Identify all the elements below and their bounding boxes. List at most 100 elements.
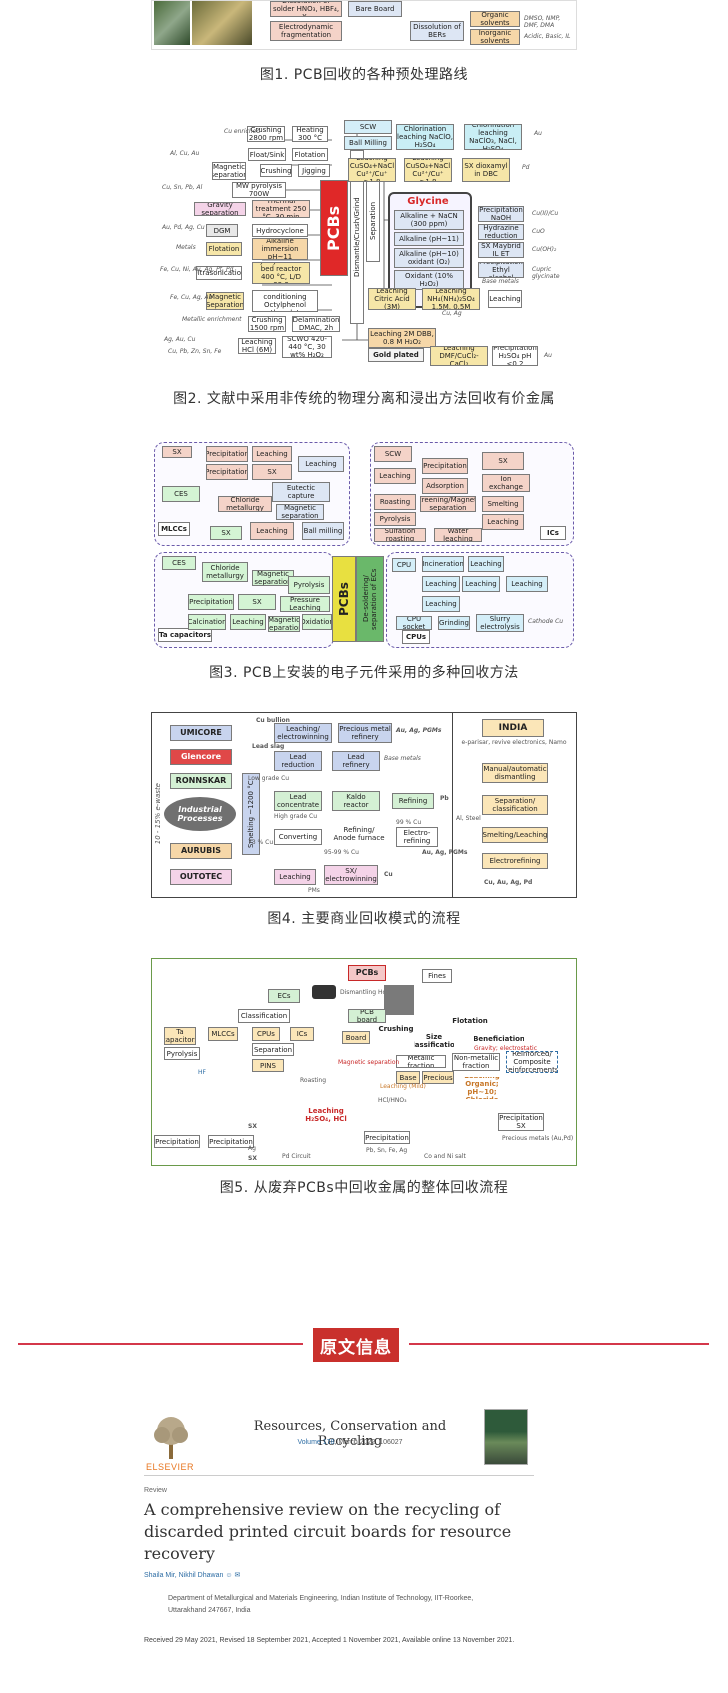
fig3-box-calcination: Calcination	[188, 614, 226, 630]
fig4-india-title: INDIA	[482, 719, 544, 737]
fig2-label-cuo: CuO	[532, 228, 545, 235]
fig3-box-oxidation: Oxidation	[302, 614, 332, 630]
fig2-label-al-cu-au: Al, Cu, Au	[170, 150, 200, 157]
pcb-photo-1	[154, 1, 190, 45]
fig2-box-alkaline-ph11: Alkaline (pH~11)	[394, 232, 464, 246]
fig4-company-outotec: OUTOTEC	[170, 869, 232, 885]
fig2-label-fe-cu-ag: Fe, Cu, Ag, Au	[170, 294, 213, 301]
fig5-label-sx-2: SX	[248, 1155, 257, 1162]
fig4-company-glencore: Glencore	[170, 749, 232, 765]
fig4-box-electrorefining: Electro- refining	[396, 827, 438, 847]
fig5-box-cpus: CPUs	[252, 1027, 280, 1041]
fig2-label-cu-ag: Cu, Ag	[442, 310, 462, 317]
fig4-india-step-3: Smelting/Leaching	[482, 827, 548, 843]
fig5-label-sx-1: SX	[248, 1123, 257, 1130]
fig2-box-heating: Heating 300 °C	[292, 126, 328, 142]
fig3-box-precip-1: Precipitation	[206, 446, 248, 462]
fig2-box-crushing-3: Crushing 1500 rpm	[248, 316, 286, 332]
fig4-label-99: 99 % Cu	[396, 819, 422, 826]
figure-5: PCBs ECs Dismantling Hot Air Gun Fines P…	[151, 958, 577, 1166]
fig3-box-leaching-11: Leaching	[422, 596, 460, 612]
fig5-label-pb-sn: Pb, Sn, Fe, Ag	[366, 1147, 408, 1154]
fig2-box-oxidant: Oxidant (10% H₂O₂)	[394, 270, 464, 290]
fig3-box-ces-2: CES	[162, 556, 196, 570]
fig2-box-ball-milling: Ball Milling	[344, 136, 392, 150]
fig5-box-nonmetallic: Non-metallic fraction	[452, 1053, 500, 1071]
fig3-box-leaching-1: Leaching	[252, 446, 292, 462]
fig4-india-output: Cu, Au, Ag, Pd	[484, 879, 533, 886]
article-history: Received 29 May 2021, Revised 18 Septemb…	[144, 1637, 515, 1644]
fig2-box-magnetic-sep-2: Magnetic Separation	[206, 292, 244, 310]
fig3-box-magnetic-3: Magnetic separation	[268, 616, 300, 632]
volume-rest: , March 2022, 106027	[334, 1439, 403, 1446]
fig4-india-step-1: Manual/automatic dismantling	[482, 763, 548, 783]
publisher-name: ELSEVIER	[146, 1462, 195, 1472]
fig3-box-pyrolysis-2: Pyrolysis	[288, 576, 330, 594]
author-person-icon[interactable]: ☺	[225, 1572, 233, 1579]
fig5-box-pyrolysis: Pyrolysis	[164, 1047, 200, 1060]
fig2-label-au-top: Au	[534, 130, 542, 137]
fig2-box-scwo: SCWO 420-440 °C, 30 wt% H₂O₂	[282, 336, 332, 358]
fig4-company-aurubis: AURUBIS	[170, 843, 232, 859]
fig4-india-step-4: Electrorefining	[482, 853, 548, 869]
fig2-box-precip-naoh: Precipitation NaOH	[478, 206, 524, 222]
fig3-box-leaching-6: Leaching	[230, 614, 266, 630]
fig4-box-lead-refinery: Lead refinery	[332, 751, 380, 771]
fig4-box-lead-concentrate: Lead concentrate	[274, 791, 322, 811]
fig2-box-gold-plated: Gold plated	[368, 348, 424, 362]
fig5-box-ics: ICs	[290, 1027, 314, 1041]
figure-2-caption: 图2. 文献中采用非传统的物理分离和浸出方法回收有价金属	[173, 391, 555, 407]
fig3-box-ion-exchange: Ion exchange	[482, 474, 530, 492]
fig4-box-precious-refinery: Precious metal refinery	[338, 723, 392, 743]
fig4-side-label: 10 - 15% e-waste	[154, 783, 162, 845]
fig5-label-pd-circuit: Pd Circuit	[282, 1153, 311, 1160]
fig5-box-fines: Fines	[422, 969, 452, 983]
fig2-box-leaching-hcl: Leaching HCl (6M)	[238, 338, 276, 354]
fig3-box-magnetic-1: Magnetic separation	[276, 504, 324, 520]
fig2-label-cu-sn-pb: Cu, Sn, Pb, Al	[162, 184, 203, 191]
fig2-label-cupric: Cupric glycinate	[532, 266, 560, 280]
fig5-label-dismantling: Dismantling Hot Air Gun	[340, 989, 413, 996]
volume-link[interactable]: Volume 178	[297, 1439, 335, 1446]
fig5-box-flotation: Flotation	[452, 1016, 488, 1025]
authors[interactable]: Shaila Mir, Nikhil Dhawan	[144, 1572, 224, 1579]
fig1-box-dissolution-solder: Dissolution of solder HNO₃, HBF₄, Xₓ	[270, 1, 342, 17]
fig1-box-bare-board: Bare Board	[348, 1, 402, 17]
author-email-icon[interactable]: ✉	[234, 1572, 241, 1579]
fig2-label-cu-ii: Cu(II)/Cu	[532, 210, 559, 217]
paper-card: ELSEVIER Resources, Conservation and Rec…	[144, 1405, 568, 1693]
fig3-box-leaching-5: Leaching	[482, 514, 524, 530]
fig3-box-precip-4: Precipitation	[188, 594, 234, 610]
journal-cover-thumbnail[interactable]	[484, 1409, 528, 1465]
fig3-box-incineration: Incineration	[422, 556, 464, 572]
fig5-label-hf: HF	[198, 1069, 206, 1076]
fig1-box-organic: Organic solvents	[470, 11, 520, 27]
fig4-label-high-grade: High grade Cu	[274, 813, 318, 820]
fig2-label-au-pd: Au, Pd, Ag, Cu	[162, 224, 205, 231]
fig4-india-step-2: Separation/ classification	[482, 795, 548, 815]
fig3-box-sx-3: SX	[210, 526, 242, 540]
fig2-box-leaching-cuso4-2: Leaching CuSO₄+NaCl Cu²⁺/Cu⁺ ≥1.8	[404, 158, 452, 182]
fig3-box-sx-4: SX	[482, 452, 524, 470]
fig2-box-chlorination-2: Chlorination leaching NaClO₃, NaCl, H₂SO…	[464, 124, 522, 150]
fig4-label-pb: Pb	[440, 795, 449, 802]
fig5-box-mlccs: MLCCs	[208, 1027, 238, 1041]
figure-2: Crushing 2800 rpm Heating 300 °C SCW Bal…	[152, 110, 576, 372]
fig5-label-co-ni: Co and Ni salt	[424, 1153, 466, 1160]
fig4-company-umicore: UMICORE	[170, 725, 232, 741]
fig1-box-inorganic: Inorganic solvents	[470, 29, 520, 45]
fig2-box-chlorination-1: Chlorination leaching NaClO, H₂SO₄	[396, 124, 454, 150]
fig3-box-pressure-leaching: Pressure Leaching	[280, 596, 330, 612]
fig2-box-leaching-dbb: Leaching 2M DBB, 0.8 M H₂O₂	[368, 328, 436, 348]
elsevier-logo: ELSEVIER	[144, 1415, 198, 1473]
fig5-label-gravity: Gravity; electrostatic	[474, 1045, 538, 1052]
journal-title[interactable]: Resources, Conservation and Recycling	[253, 1419, 447, 1449]
fig3-box-leaching-7: Leaching	[468, 556, 504, 572]
fig5-box-ta: Ta capacitors	[164, 1027, 196, 1045]
fig5-box-size-class: Size classification	[414, 1033, 454, 1049]
fig4-india-side-note: Al, Steel	[456, 815, 481, 822]
fig4-label-pms: PMs	[308, 887, 320, 894]
fig4-label-95: 95-99 % Cu	[324, 849, 359, 856]
fig1-box-electrodynamic: Electrodynamic fragmentation	[270, 21, 342, 41]
figure-1-caption: 图1. PCB回收的各种预处理路线	[259, 67, 469, 83]
